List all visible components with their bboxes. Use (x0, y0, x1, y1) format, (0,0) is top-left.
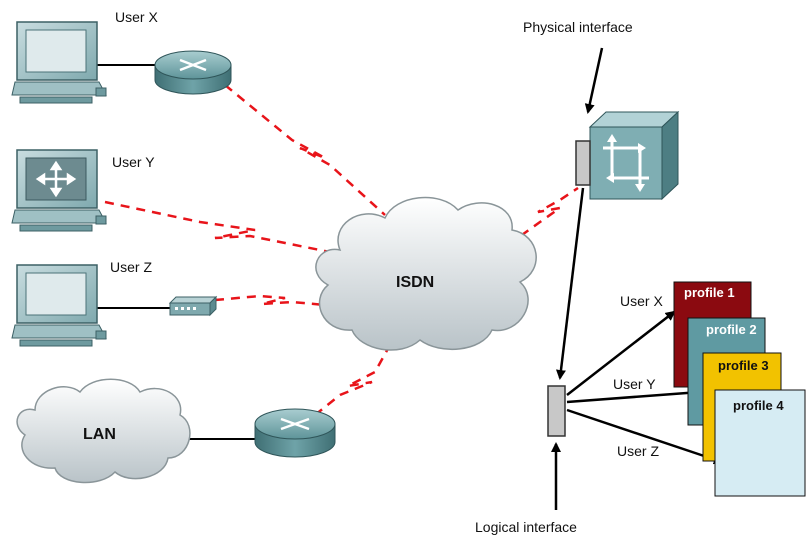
isdn-cloud-icon (315, 196, 537, 351)
pc-user-z-icon (11, 264, 107, 347)
label-arrow-user-y: User Y (613, 376, 656, 392)
profile-label-4: profile 4 (733, 398, 784, 413)
physical-interface-port (575, 140, 591, 186)
lan-cloud-icon (16, 378, 191, 484)
isdn-switch-icon (588, 110, 680, 201)
profile-label-2: profile 2 (706, 322, 757, 337)
physical-to-logical-arrow (555, 187, 585, 380)
profile-label-3: profile 3 (718, 358, 769, 373)
label-logical-interface: Logical interface (475, 519, 577, 535)
profile-label-1: profile 1 (684, 285, 735, 300)
pc-user-y-icon (11, 149, 107, 232)
profile-stack: profile 1 profile 2 profile 3 profile 4 (673, 281, 806, 497)
router-user-x-icon (154, 50, 232, 95)
physical-label-arrow (584, 47, 604, 114)
arrow-profile-3 (566, 387, 702, 404)
label-user-x: User X (115, 9, 158, 25)
label-arrow-user-z: User Z (617, 443, 659, 459)
modem-user-z-icon (168, 295, 218, 317)
profile-card-4 (714, 389, 806, 497)
wired-links (95, 64, 255, 440)
label-arrow-user-x: User X (620, 293, 663, 309)
link-physical-interface (507, 186, 579, 247)
pc-user-x-icon (11, 21, 107, 104)
label-user-z: User Z (110, 259, 152, 275)
logical-interface-port (547, 385, 566, 437)
label-isdn: ISDN (396, 274, 434, 291)
link-user-x (224, 84, 386, 216)
label-physical-interface: Physical interface (523, 19, 633, 35)
lan-router-icon (254, 408, 336, 458)
link-user-z (214, 294, 326, 307)
isdn-links (104, 84, 579, 416)
label-user-y: User Y (112, 154, 155, 170)
interface-arrows (551, 47, 724, 510)
arrow-profile-1 (566, 310, 676, 396)
link-user-y (104, 200, 331, 254)
link-lan-router (314, 344, 392, 416)
label-lan: LAN (83, 426, 116, 443)
arrow-profile-4 (566, 408, 724, 465)
